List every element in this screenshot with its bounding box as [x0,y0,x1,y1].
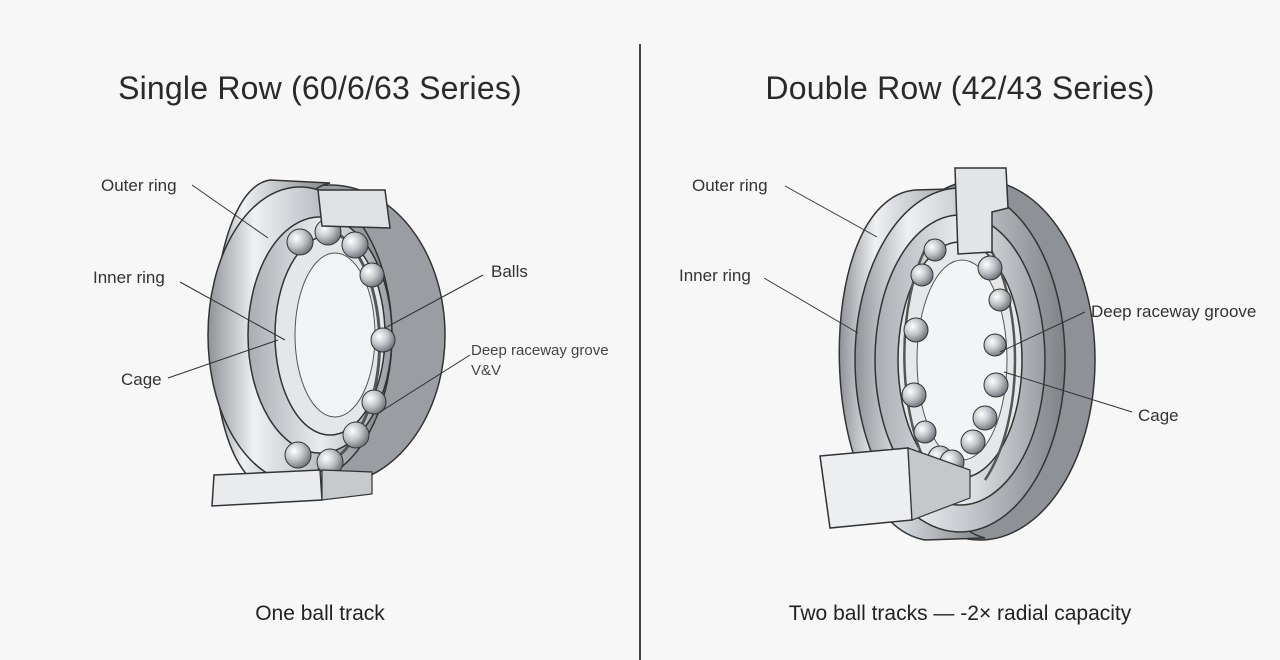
single-outer-ring-label: Outer ring [101,176,177,195]
single-row-caption: One ball track [255,602,385,625]
single-cutaway-bottom [211,469,323,507]
double-outer-ring-label: Outer ring [692,176,768,195]
single-leader-lines [167,184,484,413]
single-balls-label: Balls [491,262,528,281]
double-row-bearing-drawing [763,167,1133,541]
double-cage-label: Cage [1138,406,1179,425]
single-inner-ring [247,216,393,454]
single-groove-extra-label: V&V [471,362,502,379]
single-row-bearing-drawing [167,179,484,507]
double-row-caption: Two ball tracks — -2× radial capacity [788,602,1132,625]
double-cutaway-top [954,167,1009,255]
single-row-title: Single Row (60/6/63 Series) [118,70,522,106]
single-cage-label: Cage [121,370,162,389]
double-row-title: Double Row (42/43 Series) [765,70,1155,106]
double-row-panel: Double Row (42/43 Series) [640,0,1280,660]
double-inner-ring-label: Inner ring [679,266,751,285]
single-inner-ring-label: Inner ring [93,268,165,287]
double-cutaway-bottom [819,447,913,529]
double-leader-lines [763,185,1133,413]
single-groove-label: Deep raceway grove [471,342,609,359]
double-groove-label: Deep raceway groove [1091,302,1257,321]
single-row-panel: Single Row (60/6/63 Series) [93,70,609,625]
single-cutaway-top [317,189,391,229]
panel-divider [639,44,641,660]
